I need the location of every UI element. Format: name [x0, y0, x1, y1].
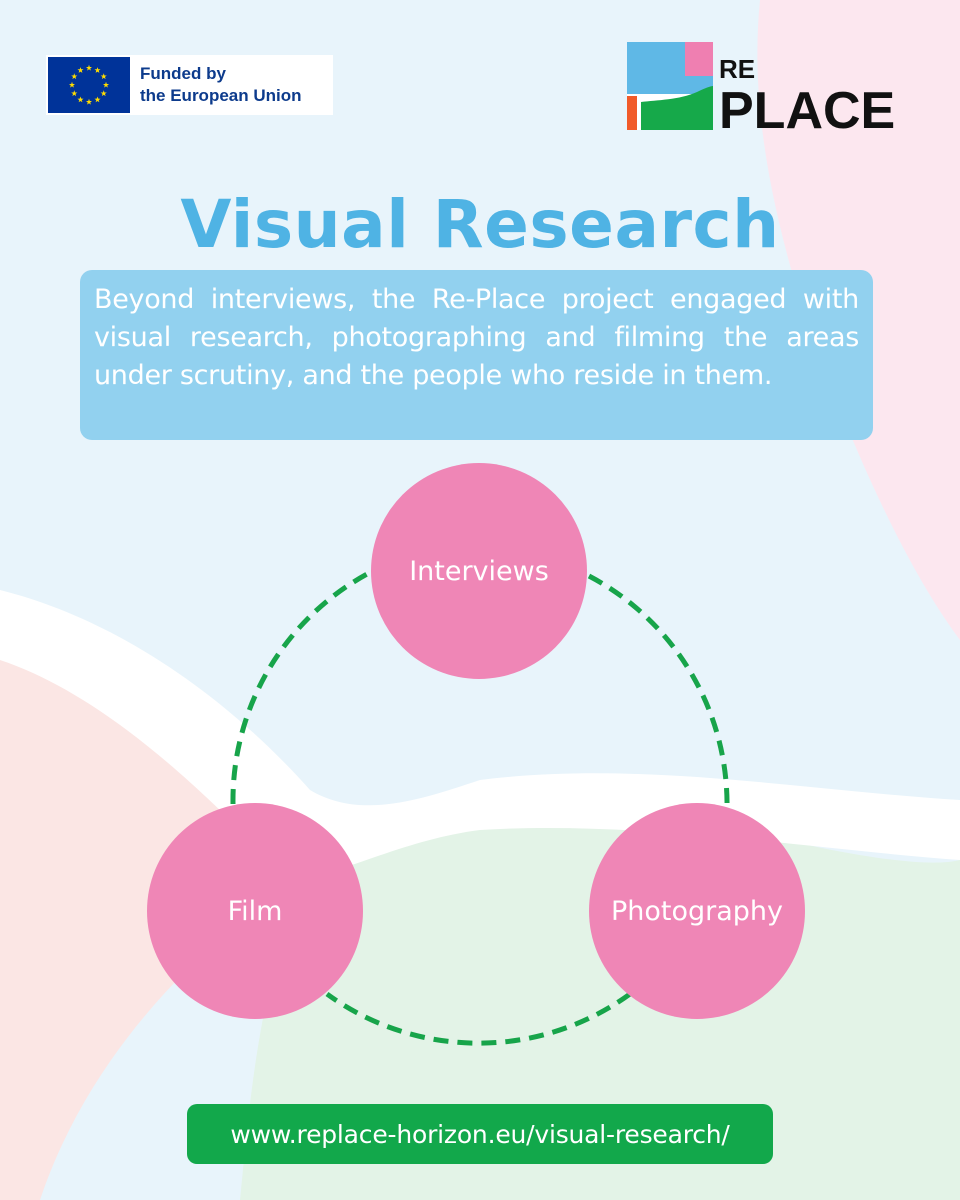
node-interviews: Interviews — [371, 463, 587, 679]
diagram-edges — [230, 570, 730, 1046]
diagram-nodes: Interviews Film Photography — [147, 463, 805, 1019]
node-photography-circle — [589, 803, 805, 1019]
eu-flag-icon — [48, 57, 130, 113]
eu-star-icon — [94, 67, 101, 73]
eu-star-icon — [68, 81, 76, 88]
edge-film-interviews — [230, 570, 371, 805]
funding-text: Funded by the European Union — [140, 63, 302, 107]
eu-funding-badge: Funded by the European Union — [46, 55, 333, 115]
funding-line-1: Funded by — [140, 64, 226, 83]
node-film-circle — [147, 803, 363, 1019]
eu-star-icon — [85, 64, 93, 71]
eu-star-icon — [100, 90, 107, 97]
intro-text: Beyond interviews, the Re-Place project … — [94, 284, 859, 391]
eu-star-icon — [77, 96, 84, 103]
node-film-label: Film — [228, 896, 283, 927]
funding-line-2: the European Union — [140, 86, 302, 105]
eu-star-icon — [100, 73, 107, 80]
node-photography: Photography — [589, 803, 805, 1019]
eu-star-icon — [71, 90, 78, 97]
replace-logo: RE PLACE — [627, 42, 895, 132]
eu-star-icon — [85, 98, 93, 105]
node-photography-label: Photography — [611, 896, 783, 927]
eu-star-icon — [71, 73, 78, 80]
edge-interviews-photography — [587, 573, 730, 810]
project-url-link[interactable]: www.replace-horizon.eu/visual-research/ — [187, 1104, 773, 1164]
node-film: Film — [147, 803, 363, 1019]
logo-text-top: RE — [719, 54, 755, 84]
eu-star-icon — [102, 81, 110, 88]
logo-text-bottom: PLACE — [719, 82, 895, 132]
eu-star-icon — [94, 96, 101, 103]
edge-photography-film — [325, 991, 632, 1046]
node-interviews-circle — [371, 463, 587, 679]
node-interviews-label: Interviews — [409, 556, 549, 587]
intro-box: Beyond interviews, the Re-Place project … — [80, 270, 873, 440]
eu-star-icon — [77, 67, 84, 73]
page-title: Visual Research — [180, 186, 780, 263]
